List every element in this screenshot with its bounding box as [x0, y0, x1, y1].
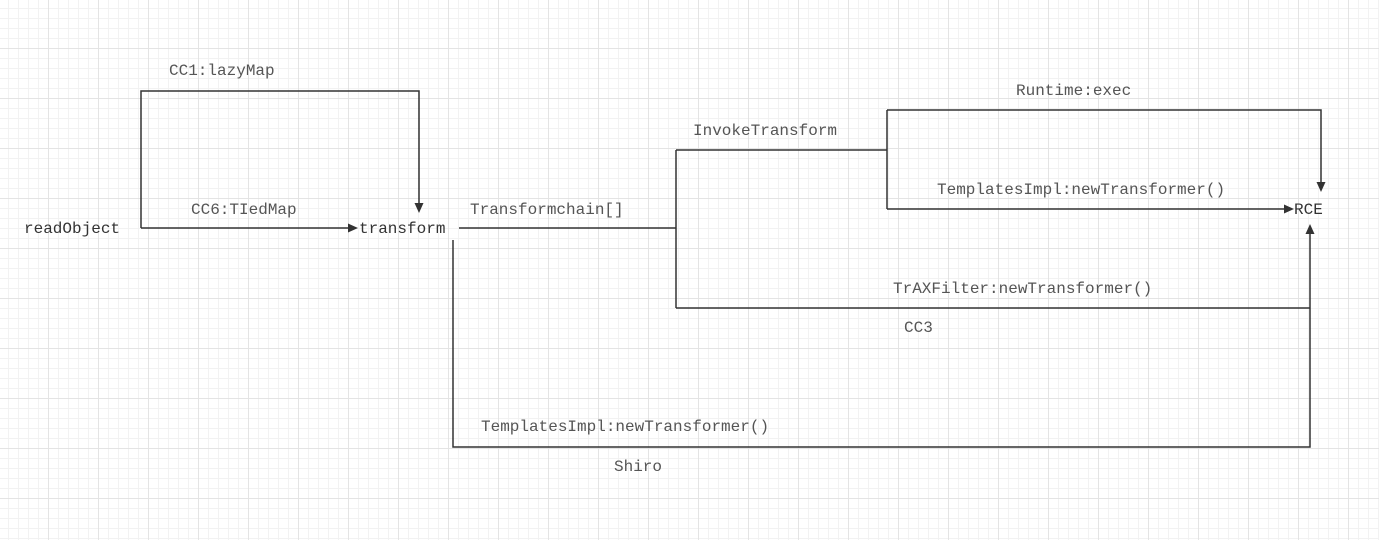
- node-transform[interactable]: transform: [359, 220, 445, 238]
- arrowhead-rce-left: [1284, 204, 1294, 214]
- node-readobject[interactable]: readObject: [24, 220, 120, 238]
- edge-runtime-exec[interactable]: [887, 109, 1322, 184]
- label-cc3: CC3: [904, 319, 933, 337]
- node-rce[interactable]: RCE: [1294, 201, 1323, 219]
- label-templatesimpl-newtransformer-shiro: TemplatesImpl:newTransformer(): [481, 418, 769, 436]
- label-templatesimpl-newtransformer-cc: TemplatesImpl:newTransformer(): [937, 181, 1225, 199]
- label-cc6-tiedmap: CC6:TIedMap: [191, 201, 297, 219]
- label-transformchain: Transformchain[]: [470, 201, 624, 219]
- label-runtime-exec: Runtime:exec: [1016, 82, 1131, 100]
- arrowhead-transform-left: [348, 223, 358, 233]
- label-shiro: Shiro: [614, 458, 662, 476]
- label-invoketransform: InvokeTransform: [693, 122, 837, 140]
- arrowhead-transform-top: [414, 203, 424, 213]
- edge-cc1-lazymap-loop[interactable]: [140, 90, 420, 228]
- label-traxfilter-newtransformer: TrAXFilter:newTransformer(): [893, 280, 1152, 298]
- arrowhead-rce-bottom: [1305, 224, 1315, 234]
- arrowhead-rce-top: [1316, 182, 1326, 192]
- edge-shiro[interactable]: [452, 234, 1311, 448]
- label-cc1-lazymap: CC1:lazyMap: [169, 62, 275, 80]
